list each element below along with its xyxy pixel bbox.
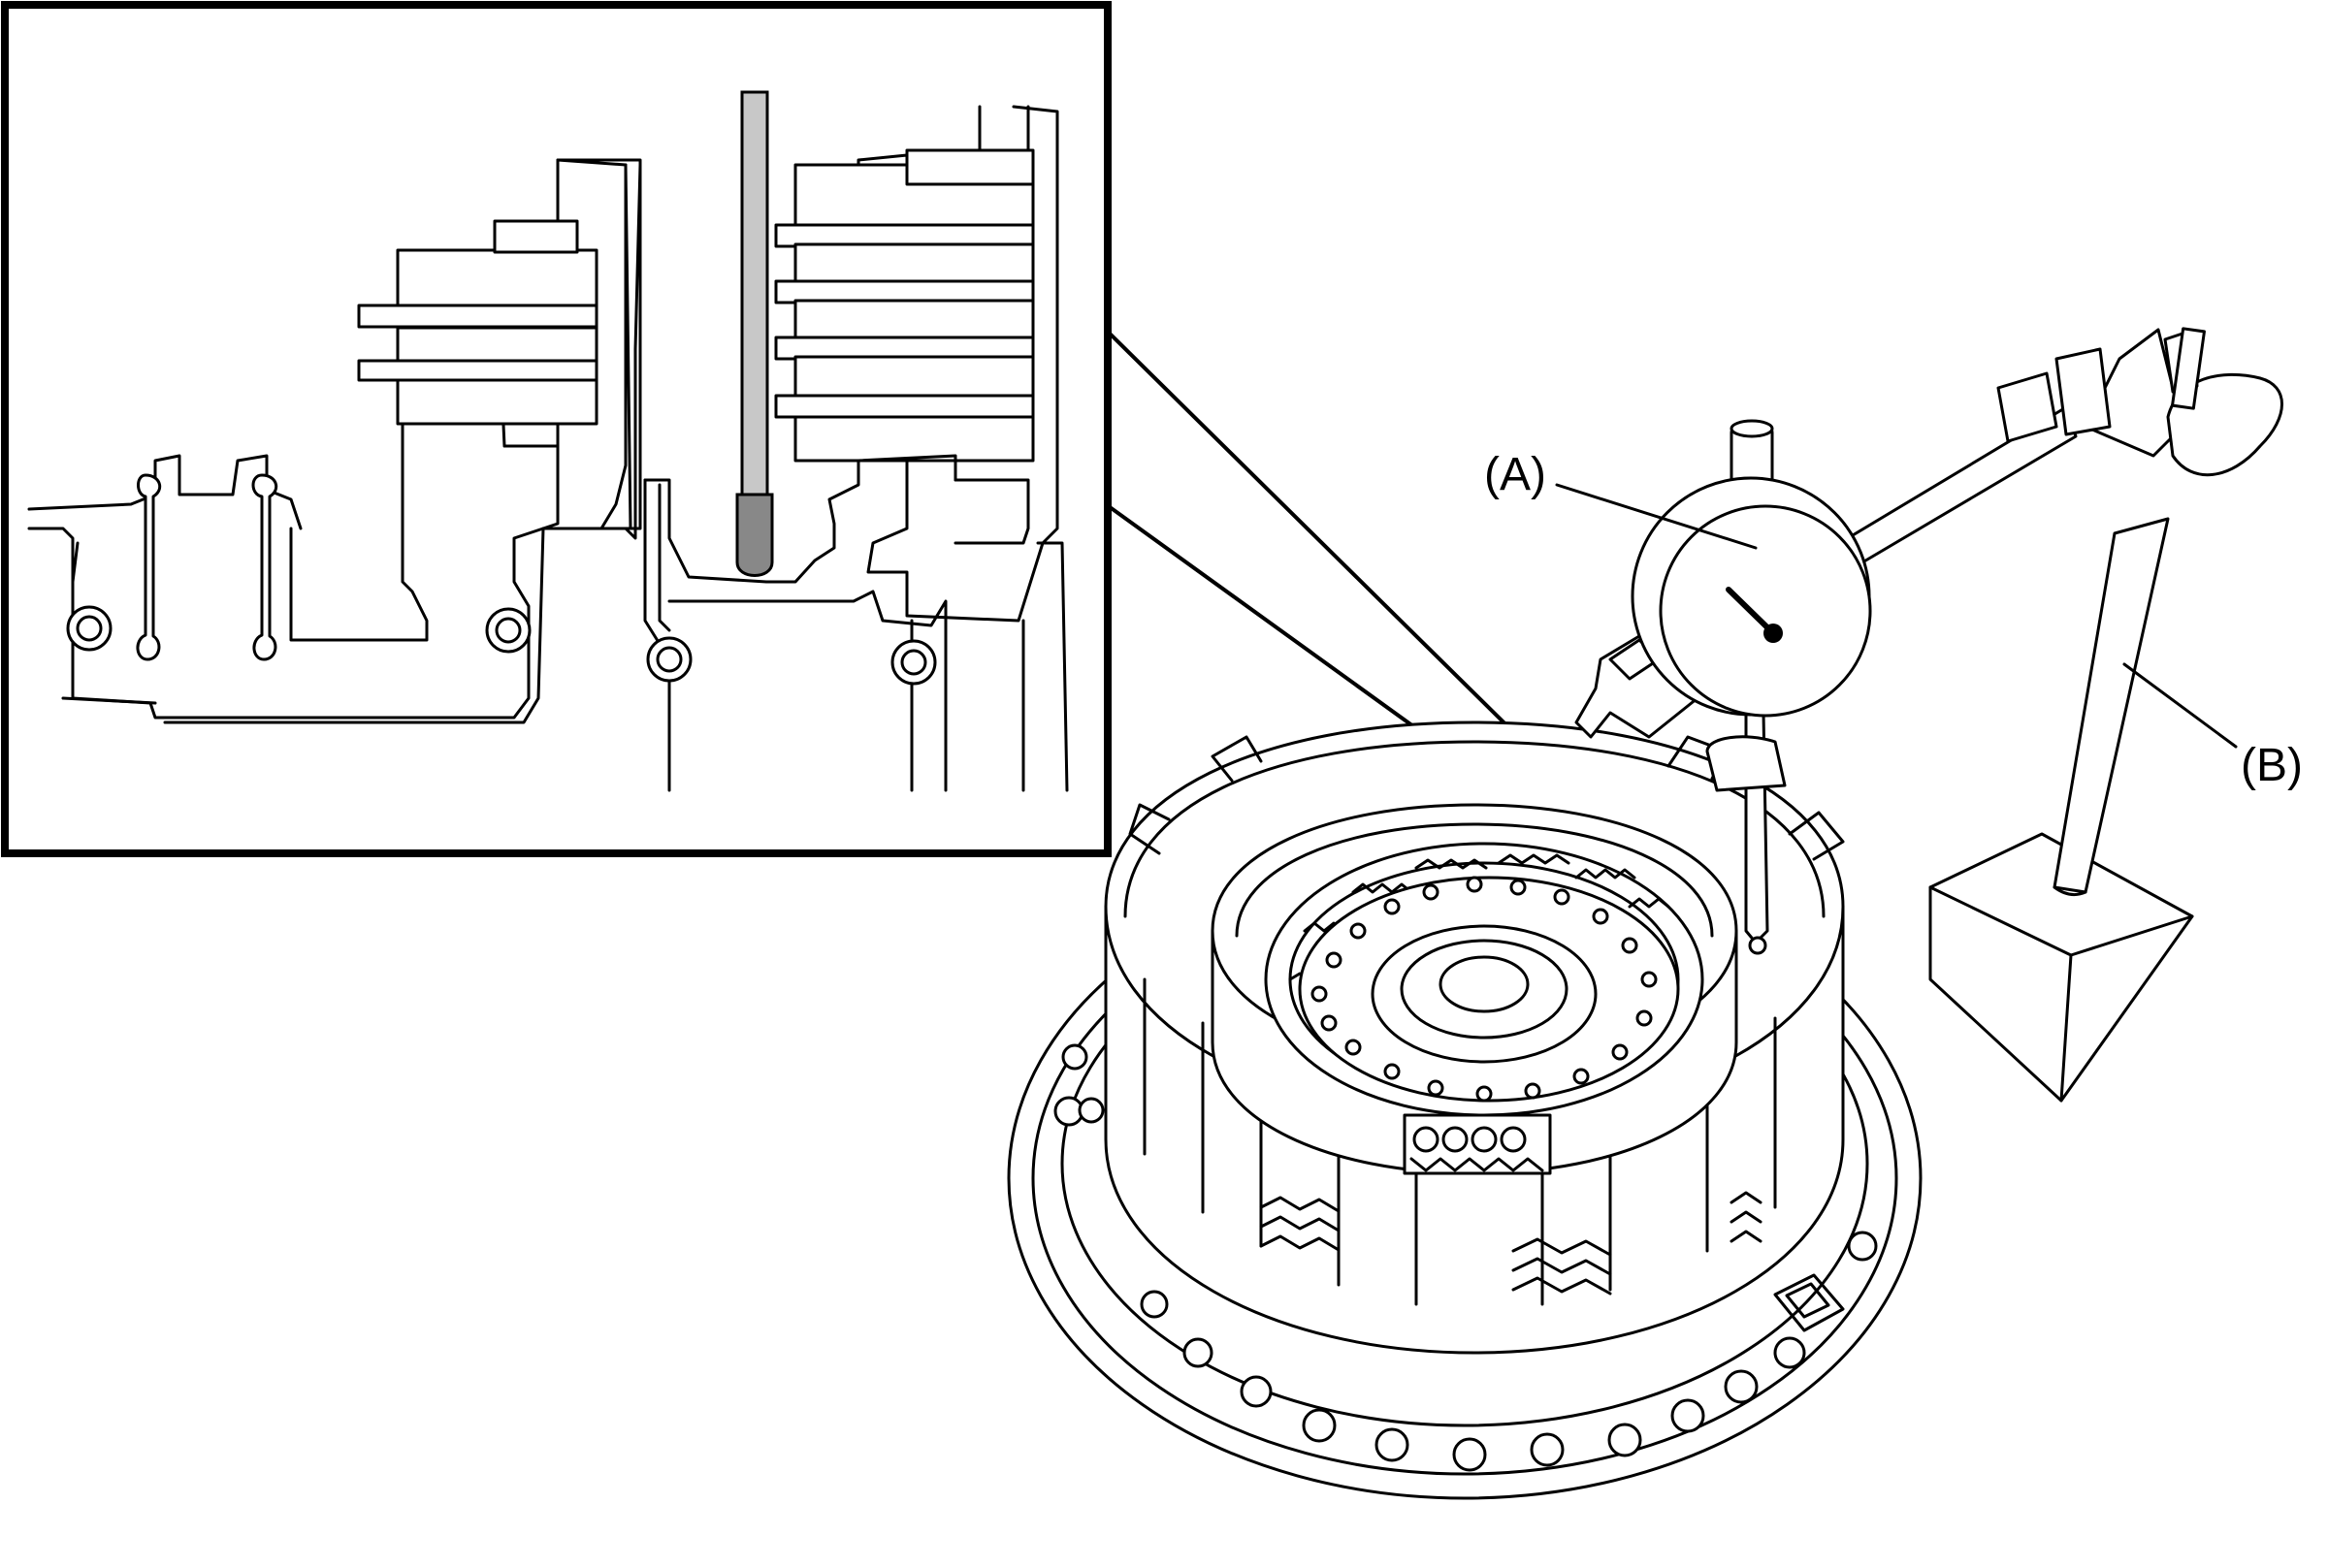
inset-plate-left-3 (396, 378, 598, 426)
inset-plate-right-5 (793, 415, 1035, 463)
inset-right-section (643, 90, 1069, 792)
inset-left-section (27, 158, 642, 724)
inset-seal-right-2 (890, 639, 937, 686)
inset-plate-right-3 (793, 299, 1035, 343)
gauge-face (1659, 504, 1872, 718)
gauge-contact-tip (1748, 936, 1767, 955)
leader-b (2122, 662, 2238, 749)
inset-plate-right-4 (793, 355, 1035, 400)
inset-plate-right-2 (793, 242, 1035, 287)
inset-seal-left (66, 605, 113, 652)
inset-gauge-stem (740, 90, 769, 501)
stand-post (2053, 517, 2170, 894)
gauge-needle (1726, 587, 1773, 633)
dial-gauge (1574, 419, 1872, 955)
label-b: (B) (2241, 740, 2303, 791)
inset-seal-right-1 (646, 636, 693, 683)
inset-plate-left-2 (396, 326, 598, 367)
leader-a (1555, 483, 1758, 550)
return-springs (1403, 1113, 1552, 1175)
magnetic-base (1928, 832, 2194, 1103)
label-b-group: (B) (2122, 662, 2303, 791)
drum-side-windows (1143, 977, 1777, 1306)
flange-bolt-holes (1053, 1043, 1878, 1472)
zoom-inset (1, 1, 1112, 857)
inset-seal-center (485, 607, 532, 654)
inset-gauge-tip (735, 493, 774, 577)
piston-holes (1310, 876, 1658, 1103)
label-a: (A) (1484, 449, 1546, 500)
hub-splines (1288, 853, 1670, 981)
center-bore (1371, 924, 1598, 1064)
label-a-group: (A) (1484, 449, 1758, 550)
gauge-center-pivot (1763, 624, 1783, 643)
clutch-drum-assembly (1007, 720, 1923, 1500)
magnetic-stand (1846, 327, 2283, 1103)
